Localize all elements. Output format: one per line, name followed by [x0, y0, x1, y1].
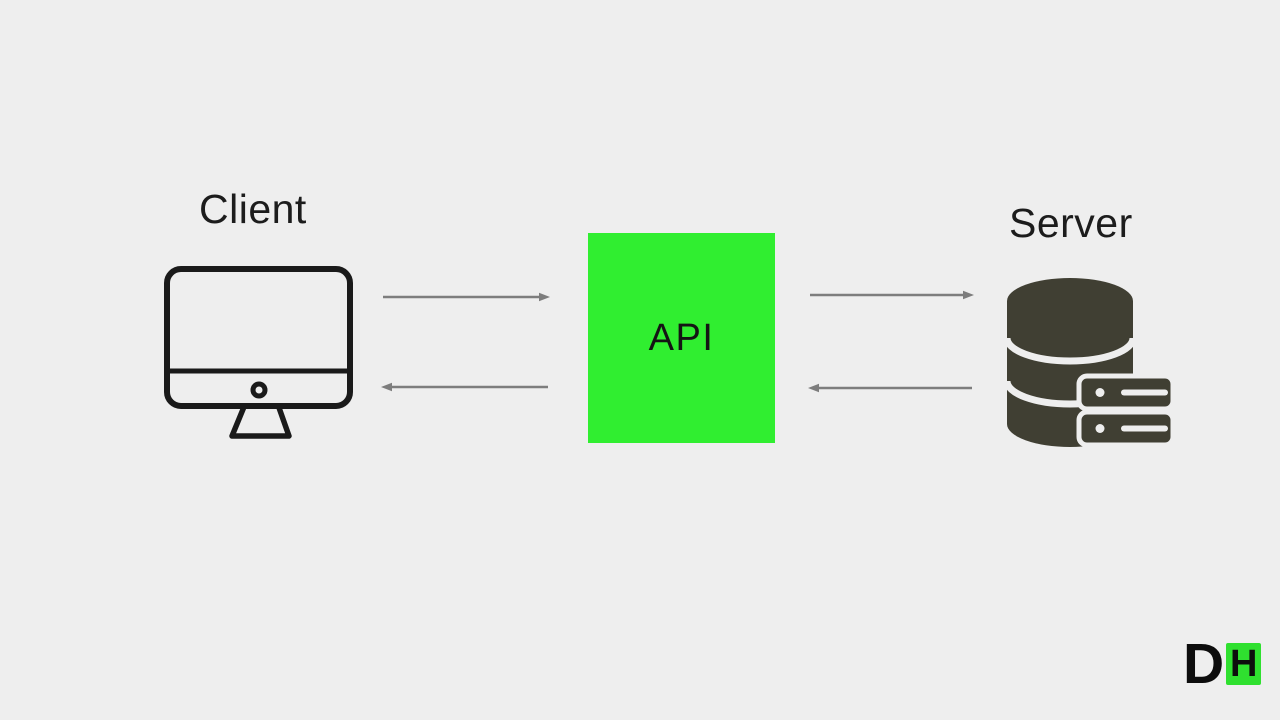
api-node-label: API: [648, 316, 715, 359]
api-node-box: API: [588, 233, 775, 443]
monitor-camera-dot: [250, 381, 268, 399]
rack-slot-bar: [1121, 425, 1168, 432]
client-node-label: Client: [199, 186, 307, 232]
brand-logo: D H: [1183, 632, 1262, 696]
database-band-separator-1: [1003, 337, 1137, 365]
rack-led-dot: [1095, 388, 1105, 397]
server-rack-top: [1076, 373, 1176, 412]
logo-letter-d: D: [1183, 632, 1225, 696]
server-rack-bottom: [1076, 409, 1176, 448]
rack-led-dot: [1095, 424, 1105, 433]
logo-green-square: H: [1226, 643, 1262, 686]
arrows-client-api: [381, 292, 550, 392]
server-node-label: Server: [1009, 200, 1133, 246]
logo-letter-h: H: [1229, 643, 1258, 686]
desktop-computer-icon: [164, 266, 353, 439]
arrows-api-server: [808, 290, 974, 393]
database-server-icon: [1003, 278, 1176, 448]
rack-slot-bar: [1121, 389, 1168, 396]
